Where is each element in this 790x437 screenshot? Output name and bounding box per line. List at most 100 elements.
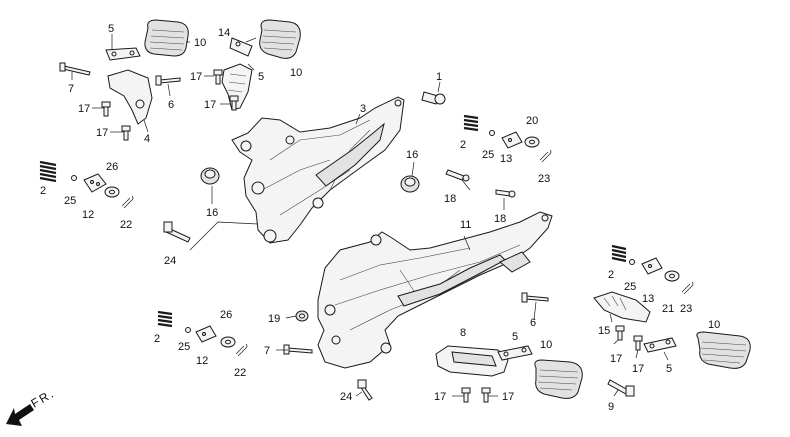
callout-17: 17 <box>78 103 90 115</box>
callout-25: 25 <box>64 195 76 207</box>
washer <box>524 136 540 148</box>
callout-15: 15 <box>598 325 610 337</box>
small-bolt <box>481 387 491 403</box>
detent-plate <box>195 325 217 343</box>
callout-19: 19 <box>268 313 280 325</box>
front-direction-label: FR. <box>29 386 58 411</box>
bolt <box>163 221 191 243</box>
small-bolt <box>213 69 223 85</box>
passenger-footpeg <box>435 345 509 377</box>
callout-7: 7 <box>68 83 74 95</box>
callout-17: 17 <box>190 71 202 83</box>
callout-2: 2 <box>460 139 466 151</box>
spring <box>39 160 57 183</box>
spring <box>463 114 479 132</box>
callout-10: 10 <box>194 37 206 49</box>
grommet <box>200 167 220 185</box>
cotter-pin <box>235 343 248 357</box>
washer <box>104 186 120 198</box>
small-bolt <box>615 325 625 341</box>
callout-23: 23 <box>538 173 550 185</box>
callout-6: 6 <box>530 317 536 329</box>
callout-2: 2 <box>608 269 614 281</box>
stud-bolt <box>495 189 516 198</box>
front-arrow-icon <box>6 404 34 426</box>
callout-25: 25 <box>482 149 494 161</box>
detent-ball <box>71 175 77 181</box>
bolt <box>59 62 91 76</box>
callout-25: 25 <box>624 281 636 293</box>
callout-17: 17 <box>610 353 622 365</box>
detent-plate <box>83 173 107 193</box>
bolt <box>421 91 446 105</box>
footpeg-rubber-pad <box>144 19 189 57</box>
callout-3: 3 <box>360 103 366 115</box>
cotter-pin <box>539 149 552 163</box>
small-bolt <box>461 387 471 403</box>
rider-step-bracket <box>231 96 405 244</box>
callout-17: 17 <box>632 363 644 375</box>
callout-11: 11 <box>460 219 471 231</box>
callout-26: 26 <box>106 161 118 173</box>
bolt <box>155 75 181 86</box>
callout-21: 21 <box>662 303 674 315</box>
plate <box>643 337 677 353</box>
detent-ball <box>185 327 191 333</box>
small-bolt <box>633 335 643 351</box>
callout-10: 10 <box>540 339 552 351</box>
callout-12: 12 <box>82 209 94 221</box>
footpeg-left <box>107 69 153 125</box>
callout-17: 17 <box>96 127 108 139</box>
passenger-step-bracket <box>317 211 553 369</box>
front-direction-indicator: FR. <box>6 386 57 426</box>
callout-14: 14 <box>218 27 230 39</box>
callout-16: 16 <box>406 149 418 161</box>
small-bolt <box>121 125 131 141</box>
callout-23: 23 <box>680 303 692 315</box>
callout-12: 12 <box>196 355 208 367</box>
callout-16: 16 <box>206 207 218 219</box>
stud-bolt <box>445 169 470 182</box>
detent-plate <box>501 131 523 149</box>
detent-plate <box>641 257 663 275</box>
callout-7: 7 <box>264 345 270 357</box>
spring <box>157 310 173 328</box>
callout-2: 2 <box>154 333 160 345</box>
footpeg-right <box>221 63 253 111</box>
callout-17: 17 <box>434 391 446 403</box>
callout-17: 17 <box>502 391 514 403</box>
callout-1: 1 <box>436 71 442 83</box>
callout-4: 4 <box>144 133 150 145</box>
plate <box>229 37 253 57</box>
callout-18: 18 <box>494 213 506 225</box>
nut <box>295 310 309 322</box>
washer <box>220 336 236 348</box>
callout-13: 13 <box>642 293 654 305</box>
callout-22: 22 <box>120 219 132 231</box>
callout-2: 2 <box>40 185 46 197</box>
plate <box>497 345 533 361</box>
bolt <box>607 379 635 397</box>
callout-17: 17 <box>204 99 216 111</box>
callout-5: 5 <box>108 23 114 35</box>
callout-22: 22 <box>234 367 246 379</box>
washer <box>664 270 680 282</box>
callout-10: 10 <box>708 319 720 331</box>
callout-25: 25 <box>178 341 190 353</box>
callout-18: 18 <box>444 193 456 205</box>
footpeg-rubber-pad <box>534 359 583 399</box>
callout-8: 8 <box>460 327 466 339</box>
callout-24: 24 <box>164 255 176 267</box>
footpeg-rubber-pad <box>696 331 751 369</box>
small-bolt <box>229 95 239 111</box>
callout-5: 5 <box>512 331 518 343</box>
cotter-pin <box>681 281 694 295</box>
small-bolt <box>101 101 111 117</box>
passenger-footpeg <box>593 291 651 323</box>
callout-9: 9 <box>608 401 614 413</box>
callout-numbers: 1 2 2 2 2 3 4 5 5 5 5 6 6 7 7 8 9 10 10 … <box>40 23 720 413</box>
bolt <box>357 379 373 401</box>
callout-13: 13 <box>500 153 512 165</box>
grommet <box>400 175 420 193</box>
leader-lines <box>71 34 669 397</box>
